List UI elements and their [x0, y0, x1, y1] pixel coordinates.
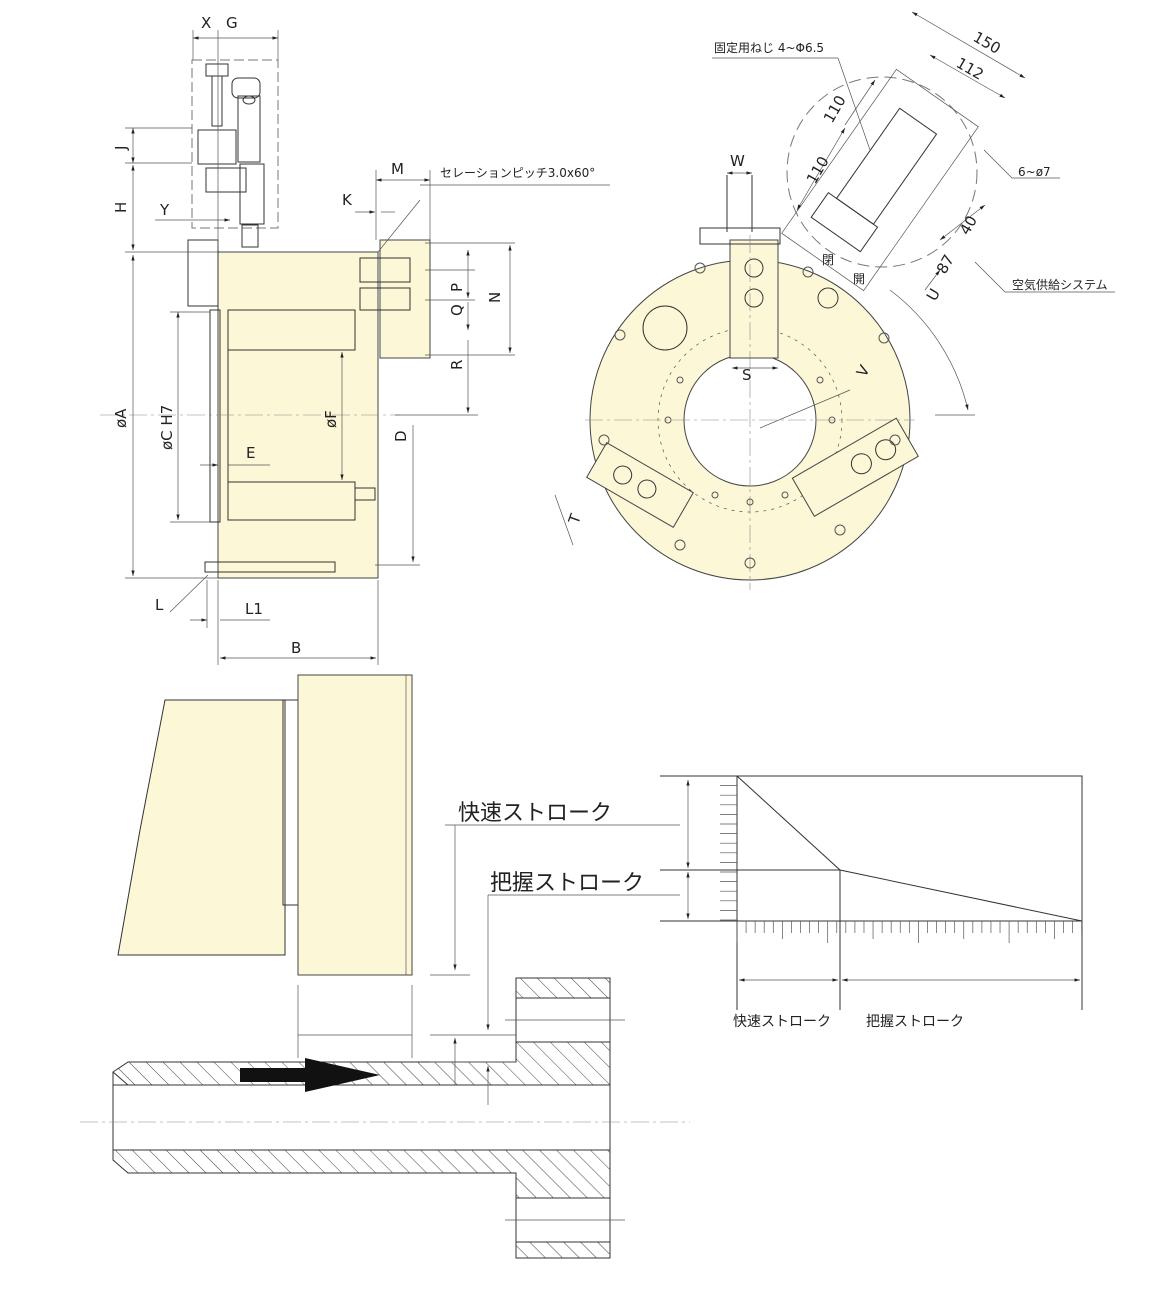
stroke-curve	[736, 775, 1083, 922]
dim-n-label: N	[486, 292, 504, 303]
stroke-schematic: 快速ストローク 把握ストローク	[80, 674, 690, 1259]
dim-phi-f-label: øF	[322, 410, 340, 428]
open-label: 開	[853, 272, 865, 286]
air-supply-area	[786, 76, 978, 268]
dim-m-label: M	[391, 160, 404, 178]
jaw-block	[379, 239, 431, 359]
dim-y-label: Y	[159, 201, 170, 219]
dim-l1-label: L1	[245, 600, 263, 618]
close-label: 閉	[822, 253, 834, 267]
dim-110-lower: 110	[803, 153, 833, 187]
dim-150: 150	[970, 28, 1004, 58]
dim-p-label: P	[448, 283, 466, 292]
dim-b-label: B	[291, 639, 301, 657]
dim-d-label: D	[392, 430, 410, 442]
air-supply-note: 空気供給システム	[1012, 277, 1108, 292]
dim-w-label: W	[730, 152, 745, 170]
dim-phi-c-label: øC H7	[158, 405, 176, 450]
dim-t-label: T	[565, 511, 586, 527]
dim-110-upper: 110	[820, 92, 850, 126]
front-view: W S V U T 閉 開 150 112 110 110 40 87 固定用ね…	[554, 11, 1115, 590]
dim-q-label: Q	[448, 304, 466, 316]
dim-87: 87	[933, 251, 958, 277]
side-view: X G J H Y K M セレーションピッチ3.0x60° P Q N R D…	[100, 14, 610, 665]
serration-note: セレーションピッチ3.0x60°	[440, 166, 595, 180]
grip-stroke-label: 把握ストローク	[490, 871, 644, 896]
dim-k-label: K	[342, 191, 353, 209]
holes-note: 6~ø7	[1018, 165, 1051, 179]
fast-stroke-label: 快速ストローク	[458, 801, 612, 826]
dim-r-label: R	[448, 360, 466, 370]
dim-h-label: H	[112, 202, 130, 213]
graph-fast-stroke-label: 快速ストローク	[733, 1014, 831, 1030]
dim-g-label: G	[226, 14, 238, 32]
dim-j-label: J	[112, 146, 130, 151]
sensor-assembly	[191, 59, 279, 248]
workpiece	[80, 977, 690, 1259]
dim-u-label: U	[923, 285, 944, 304]
dim-l-label: L	[155, 596, 164, 614]
screw-note: 固定用ねじ 4~Φ6.5	[714, 40, 824, 55]
dim-s-label: S	[742, 366, 752, 384]
dim-112: 112	[953, 54, 987, 84]
graph-grip-stroke-label: 把握ストローク	[866, 1014, 964, 1030]
dim-40: 40	[956, 212, 981, 238]
dim-phi-a-label: øA	[112, 408, 130, 428]
dim-e-label: E	[246, 444, 255, 462]
jaw	[297, 674, 413, 976]
graph-ticks	[720, 785, 1083, 943]
dim-x-label: X	[201, 14, 211, 32]
direction-arrow-icon	[240, 1058, 380, 1092]
stroke-graph: 快速ストローク 把握ストローク	[660, 775, 1083, 1030]
